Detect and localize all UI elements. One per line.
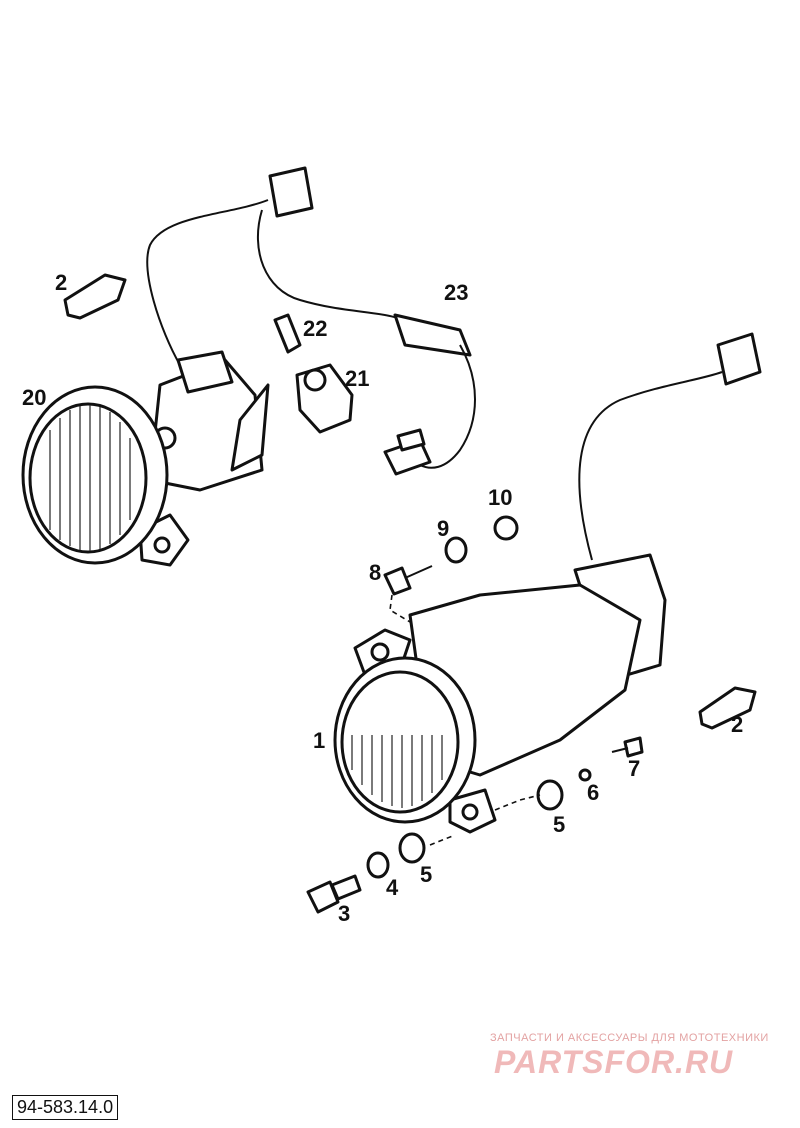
bulb-22-glass — [273, 313, 302, 354]
callout-23: 23 — [444, 280, 468, 305]
part-7-shaft — [611, 747, 629, 753]
part-9-spring — [444, 536, 468, 564]
part-6-washer — [578, 768, 592, 782]
halogen-bulb-right-body — [698, 686, 757, 730]
harness-spade-connector-2 — [396, 428, 426, 452]
part-5-grommet-lower — [398, 832, 426, 864]
part-8-leader — [389, 594, 411, 623]
right-fog-lamp — [333, 332, 762, 834]
left-lamp-lens-hatching — [49, 405, 131, 551]
harness-grommet — [393, 313, 472, 357]
watermark-brand: PARTSFOR.RU — [494, 1044, 734, 1080]
left-lamp-wire — [146, 199, 269, 366]
part-8-screw-shaft — [404, 565, 433, 579]
wire-harness — [257, 166, 476, 476]
part-8-screw-head — [383, 566, 412, 596]
left-lamp-bottom-hole — [153, 536, 171, 554]
left-lamp-socket — [176, 350, 234, 394]
hardware — [306, 515, 644, 914]
right-lamp-lens-hatching — [351, 735, 443, 808]
callout-20: 20 — [22, 385, 46, 410]
socket-21-opening — [303, 368, 327, 392]
part-5-leader-lower — [429, 834, 456, 846]
callout-5-upper: 5 — [553, 812, 565, 837]
watermark-tagline: ЗАПЧАСТИ И АКСЕССУАРЫ ДЛЯ МОТОТЕХНИКИ — [490, 1032, 769, 1044]
harness-wire-upper — [257, 209, 411, 326]
part-3-bolt-shaft — [330, 874, 362, 901]
callout-9: 9 — [437, 516, 449, 541]
small-bulb — [273, 313, 302, 354]
callout-2-right: 2 — [731, 712, 743, 737]
callout-6: 6 — [587, 780, 599, 805]
callout-21: 21 — [345, 366, 369, 391]
right-lamp-lens — [340, 670, 460, 814]
halogen-bulb-left-body — [63, 273, 127, 320]
part-5-leader-upper — [494, 794, 541, 811]
left-lamp-bracket — [230, 383, 270, 472]
callout-1: 1 — [313, 728, 325, 753]
part-7-bolt — [623, 736, 644, 758]
callout-labels: 2 20 22 21 23 10 9 8 1 2 7 6 5 5 4 3 — [22, 270, 743, 926]
harness-connector-top — [268, 166, 314, 218]
callout-5-lower: 5 — [420, 862, 432, 887]
callout-22: 22 — [303, 316, 327, 341]
right-lamp-top-lug-hole — [370, 642, 390, 662]
callout-8: 8 — [369, 560, 381, 585]
callout-7: 7 — [628, 756, 640, 781]
callout-4: 4 — [386, 875, 399, 900]
halogen-bulb-right — [698, 686, 757, 730]
callout-10: 10 — [488, 485, 512, 510]
harness-wire-lower — [419, 344, 476, 469]
callout-3: 3 — [338, 901, 350, 926]
left-fog-lamp — [21, 199, 270, 567]
right-lamp-connector — [716, 332, 762, 386]
part-10-cap — [493, 515, 519, 541]
right-lamp-wire — [578, 371, 723, 561]
part-5-grommet-upper — [536, 779, 564, 811]
part-4-washer — [366, 851, 390, 879]
part-3-bolt-head — [306, 880, 340, 914]
diagram-reference-code: 94-583.14.0 — [12, 1095, 119, 1120]
callout-2-left: 2 — [55, 270, 67, 295]
left-lamp-lens — [28, 402, 148, 554]
bulb-socket — [295, 363, 354, 434]
halogen-bulb-left — [63, 273, 127, 320]
right-lamp-bottom-lug-hole — [461, 803, 479, 821]
